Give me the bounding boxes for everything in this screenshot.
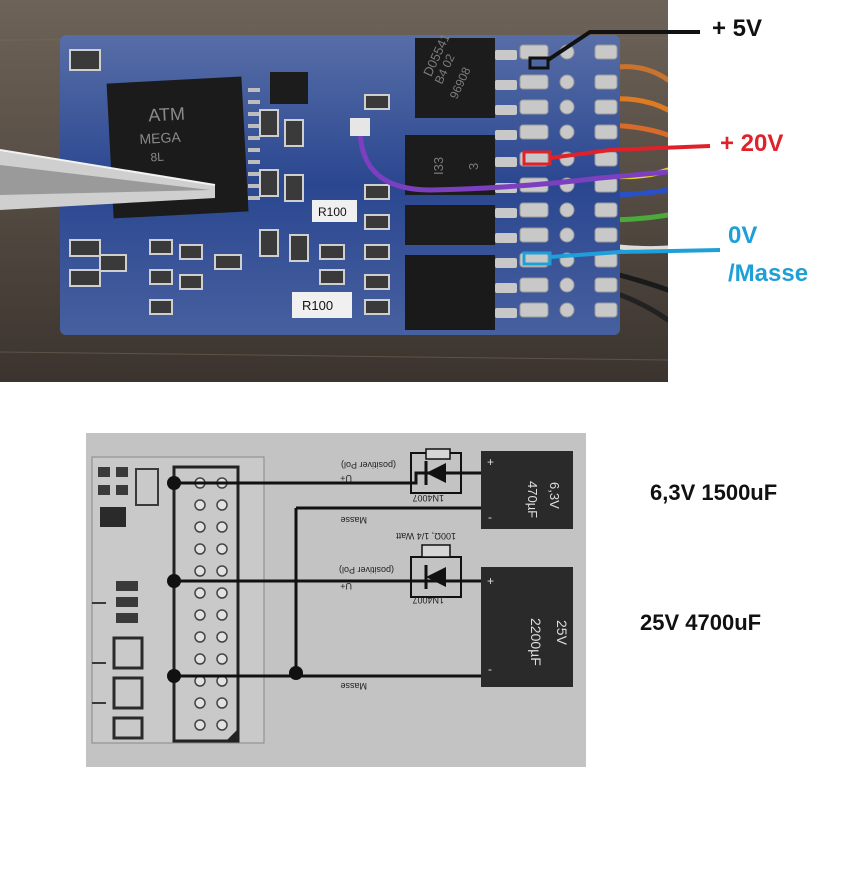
label-diode-top: 1N4007 xyxy=(412,493,444,503)
svg-text:3: 3 xyxy=(466,163,481,170)
caption-25v-4700uf: 25V 4700uF xyxy=(640,610,762,635)
capacitor-bottom xyxy=(481,567,573,687)
label-resistor-spec: 100Ω, 1/4 Watt xyxy=(396,531,456,541)
resistor-a: R100 xyxy=(312,200,357,222)
ic-driver-mid: I33 3 xyxy=(405,135,495,195)
label-pol-top: (positiver Pol) xyxy=(341,460,396,470)
cap-bottom-value: 2200µF xyxy=(528,618,544,666)
label-plus-5v: + 5V xyxy=(712,15,763,42)
decoder-photo: ATM MEGA 8L D05541 B4 02 96908 I33 3 R10… xyxy=(0,0,668,382)
tweezers xyxy=(0,149,216,210)
smd-components xyxy=(69,49,390,315)
svg-text:R100: R100 xyxy=(302,298,333,313)
cap-bottom-plus: + xyxy=(487,574,494,588)
label-u-bottom: U+ xyxy=(340,581,352,591)
schematic-connector-pins xyxy=(194,477,228,731)
wiring-schematic: (positiver Pol) U+ 1N4007 Masse 100Ω, 1/… xyxy=(86,433,586,767)
connector-pads xyxy=(519,44,618,318)
cap-top-value: 470µF xyxy=(525,481,540,518)
schematic-connector xyxy=(172,465,240,743)
ic-driver-low xyxy=(405,205,495,245)
caption-6v3-1500uf: 6,3V 1500uF xyxy=(650,480,778,505)
svg-text:I33: I33 xyxy=(431,157,446,175)
label-pol-bottom: (positiver Pol) xyxy=(339,565,394,575)
svg-text:ATM: ATM xyxy=(148,104,186,126)
svg-text:MEGA: MEGA xyxy=(139,129,182,147)
label-u-top: U+ xyxy=(340,473,352,483)
schematic-left-parts xyxy=(98,467,159,740)
annotation-leaders xyxy=(546,30,721,259)
svg-text:R100: R100 xyxy=(318,205,347,219)
label-masse: /Masse xyxy=(728,260,809,287)
capacitor-top xyxy=(481,451,573,529)
cap-top-minus: - xyxy=(488,510,492,524)
svg-text:8L: 8L xyxy=(150,150,164,165)
cap-bottom-voltage: 25V xyxy=(554,620,570,646)
ic-regulator-top: D05541 B4 02 96908 xyxy=(415,31,495,118)
diode-top xyxy=(410,448,462,494)
label-diode-bottom: 1N4007 xyxy=(412,595,444,605)
ic-driver-bottom xyxy=(405,255,495,330)
label-0v: 0V xyxy=(728,222,758,249)
marker-0v xyxy=(522,251,552,266)
cap-bottom-minus: - xyxy=(488,662,492,676)
resistor-b: R100 xyxy=(292,292,352,318)
small-ic xyxy=(270,72,308,104)
diode-bottom xyxy=(410,544,462,598)
label-masse-bottom: Masse xyxy=(340,681,367,691)
schematic-wires xyxy=(174,471,481,678)
cap-top-voltage: 6,3V xyxy=(547,482,562,509)
label-masse-mid: Masse xyxy=(340,515,367,525)
purple-wire xyxy=(357,127,668,193)
marker-5v xyxy=(528,56,550,70)
cap-top-plus: + xyxy=(487,455,494,469)
label-plus-20v: + 20V xyxy=(720,130,784,157)
